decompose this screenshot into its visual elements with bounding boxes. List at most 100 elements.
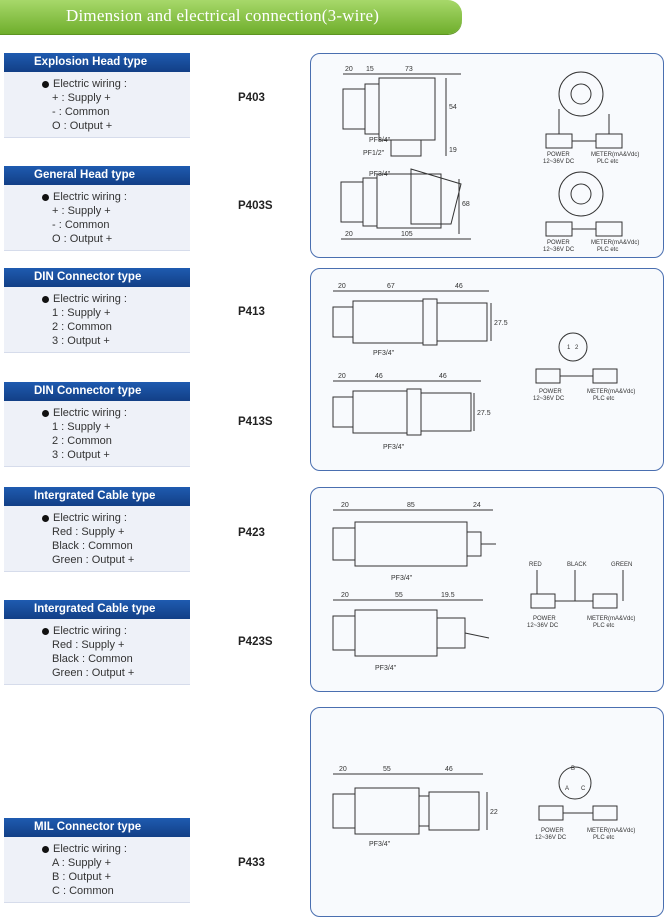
model-number: P433 xyxy=(238,857,265,869)
model-number: P413S xyxy=(238,416,273,428)
wiring-line: A : Supply + xyxy=(52,857,112,869)
bullet-icon xyxy=(42,845,49,853)
meter-label: METER(mA&Vdc) xyxy=(587,389,635,395)
power-label: POWER xyxy=(547,240,570,246)
type-card-heading: MIL Connector type xyxy=(4,818,190,837)
bullet-icon xyxy=(42,514,49,522)
wiring-line: O : Output + xyxy=(52,120,113,132)
dimension-label: 73 xyxy=(405,66,413,73)
meter-plc-label: PLC etc xyxy=(593,396,614,402)
wiring-line: - : Common xyxy=(52,219,110,231)
type-card-heading: General Head type xyxy=(4,166,190,185)
wiring-label: Electric wiring : xyxy=(53,512,127,524)
dimension-label: 27.5 xyxy=(494,320,508,327)
pin-label: 2 xyxy=(575,345,579,351)
power-label: POWER xyxy=(539,389,562,395)
thread-label: PF3/4" xyxy=(369,841,391,848)
dimension-label: 20 xyxy=(341,502,349,509)
type-card-heading: Intergrated Cable type xyxy=(4,600,190,619)
model-number: P403 xyxy=(238,92,265,104)
dimension-label: 15 xyxy=(366,66,374,73)
wire-color-label: GREEN xyxy=(611,562,632,568)
type-card-din-connector: DIN Connector type Electric wiring : 1 :… xyxy=(4,268,190,353)
thread-label: PF3/4" xyxy=(375,665,397,672)
dimension-label: 19.5 xyxy=(441,592,455,599)
type-card-heading: Intergrated Cable type xyxy=(4,487,190,506)
thread-label: PF3/4" xyxy=(391,575,413,582)
page-title: Dimension and electrical connection(3-wi… xyxy=(66,6,380,25)
wiring-line: O : Output + xyxy=(52,233,113,245)
pin-label: B xyxy=(571,766,575,772)
dimension-label: 55 xyxy=(383,766,391,773)
wiring-label: Electric wiring : xyxy=(53,625,127,637)
type-card-integrated-cable: Intergrated Cable type Electric wiring :… xyxy=(4,487,190,572)
dimension-label: 20 xyxy=(338,283,346,290)
dimension-drawing: 20 55 46 22 PF3/4" B A C POWER 12~36V DC… xyxy=(332,766,635,848)
pin-label: 1 xyxy=(567,345,571,351)
wiring-line: Red : Supply + xyxy=(52,639,125,651)
dimension-drawing: 20 67 46 27.5 PF3/4" 20 46 46 27.5 PF3/4… xyxy=(332,283,635,451)
wiring-line: 3 : Output + xyxy=(52,335,110,347)
meter-label: METER(mA&Vdc) xyxy=(587,616,635,622)
wiring-line: Green : Output + xyxy=(52,667,135,679)
type-card-heading: DIN Connector type xyxy=(4,268,190,287)
dimension-panel-din-types: 20 67 46 27.5 PF3/4" 20 46 46 27.5 PF3/4… xyxy=(310,268,664,471)
wiring-label: Electric wiring : xyxy=(53,293,127,305)
thread-label: PF3/4" xyxy=(369,137,391,144)
type-card-general-head: General Head type Electric wiring : + : … xyxy=(4,166,190,251)
wiring-line: Black : Common xyxy=(52,653,133,665)
wiring-line: + : Supply + xyxy=(52,92,111,104)
meter-plc-label: PLC etc xyxy=(593,623,614,629)
meter-plc-label: PLC etc xyxy=(593,835,614,841)
model-number: P413 xyxy=(238,306,265,318)
thread-label: PF3/4" xyxy=(373,350,395,357)
wiring-line: B : Output + xyxy=(52,871,112,883)
dimension-label: 22 xyxy=(490,809,498,816)
wiring-line: 2 : Common xyxy=(52,435,112,447)
wiring-label: Electric wiring : xyxy=(53,191,127,203)
dimension-label: 20 xyxy=(345,66,353,73)
wiring-line: Red : Supply + xyxy=(52,526,125,538)
power-range-label: 12~36V DC xyxy=(543,247,575,253)
bullet-icon xyxy=(42,627,49,635)
dimension-label: 67 xyxy=(387,283,395,290)
type-card-integrated-cable-s: Intergrated Cable type Electric wiring :… xyxy=(4,600,190,685)
power-range-label: 12~36V DC xyxy=(527,623,559,629)
dimension-drawing: 20 85 24 PF3/4" 20 55 19.5 PF3/4" RED BL… xyxy=(332,502,635,672)
type-card-heading: Explosion Head type xyxy=(4,53,190,72)
power-range-label: 12~36V DC xyxy=(543,159,575,165)
thread-label: PF3/4" xyxy=(369,171,391,178)
power-range-label: 12~36V DC xyxy=(533,396,565,402)
model-number: P423 xyxy=(238,527,265,539)
wiring-line: 1 : Supply + xyxy=(52,307,111,319)
wiring-label: Electric wiring : xyxy=(53,843,127,855)
wiring-label: Electric wiring : xyxy=(53,407,127,419)
bullet-icon xyxy=(42,80,49,88)
bullet-icon xyxy=(42,409,49,417)
pin-label: A xyxy=(565,786,569,792)
meter-label: METER(mA&Vdc) xyxy=(591,152,639,158)
dimension-label: 46 xyxy=(455,283,463,290)
bullet-icon xyxy=(42,295,49,303)
dimension-label: 46 xyxy=(439,373,447,380)
model-number: P423S xyxy=(238,636,273,648)
power-label: POWER xyxy=(533,616,556,622)
wire-color-label: RED xyxy=(529,562,542,568)
meter-label: METER(mA&Vdc) xyxy=(587,828,635,834)
dimension-label: 20 xyxy=(345,231,353,238)
title-banner: Dimension and electrical connection(3-wi… xyxy=(0,0,462,34)
dimension-label: 54 xyxy=(449,104,457,111)
wiring-line: 2 : Common xyxy=(52,321,112,333)
meter-plc-label: PLC etc xyxy=(597,247,618,253)
wire-color-label: BLACK xyxy=(567,562,587,568)
model-number: P403S xyxy=(238,200,273,212)
wiring-line: Green : Output + xyxy=(52,554,135,566)
wiring-line: 3 : Output + xyxy=(52,449,110,461)
dimension-label: 68 xyxy=(462,201,470,208)
wiring-line: C : Common xyxy=(52,885,114,897)
dimension-label: 27.5 xyxy=(477,410,491,417)
meter-label: METER(mA&Vdc) xyxy=(591,240,639,246)
dimension-label: 24 xyxy=(473,502,481,509)
dimension-drawing: 20 15 73 54 19 PF3/4" PF1/2" PF3/4" 68 2… xyxy=(340,66,639,253)
type-card-explosion-head: Explosion Head type Electric wiring : + … xyxy=(4,53,190,138)
